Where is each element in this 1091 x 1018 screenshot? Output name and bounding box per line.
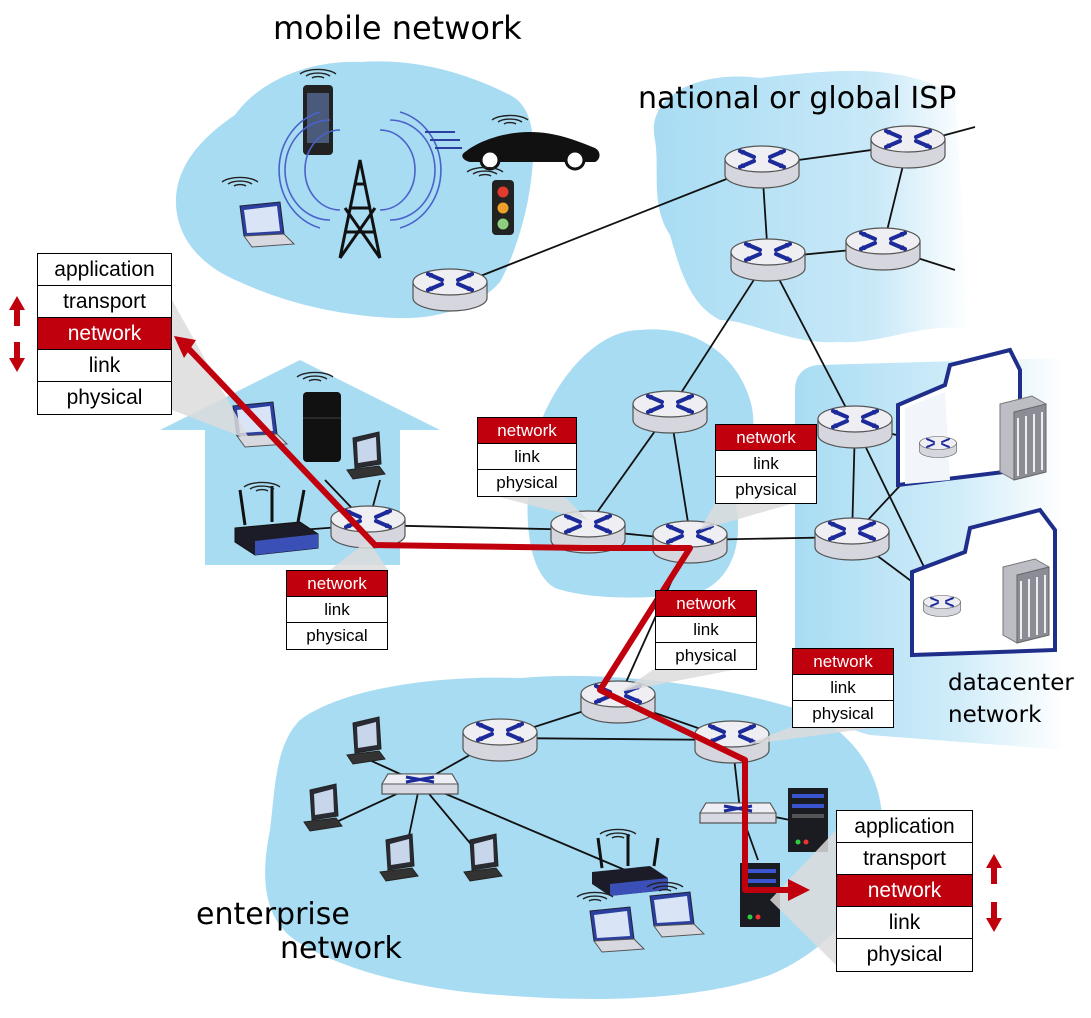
link — [767, 257, 856, 426]
stack-layer: link — [793, 675, 893, 701]
cell-tower-icon — [278, 111, 442, 259]
stack-layer-highlighted: network — [478, 418, 576, 444]
switch-icon — [380, 772, 460, 796]
enterprise-wireless-router-icon — [592, 828, 668, 896]
router-icon — [922, 594, 962, 618]
route-arrowhead-end — [788, 879, 810, 901]
link — [419, 782, 626, 871]
stack-layer: link — [287, 597, 387, 623]
stack-layer: physical — [66, 386, 143, 409]
stack-layer-highlighted: network — [716, 425, 816, 451]
callout-wedge — [770, 830, 836, 965]
stack-layer: link — [837, 907, 972, 939]
router-icon — [461, 717, 539, 763]
stack-layer: physical — [812, 704, 874, 723]
router-icon — [631, 389, 709, 435]
datacenter-label-line2: network — [948, 702, 1042, 728]
stack-layer: physical — [306, 626, 368, 645]
router-stack-regional-1: network link physical — [477, 417, 577, 497]
router-icon — [411, 267, 489, 313]
stack-layer: transport — [38, 286, 171, 318]
down-arrow-icon — [9, 342, 25, 372]
stack-layer: application — [837, 811, 972, 843]
enterprise-devices — [303, 716, 828, 953]
router-icon — [918, 435, 958, 459]
router-icon — [816, 404, 894, 450]
car-icon — [425, 114, 600, 171]
router-icon — [869, 124, 947, 170]
refrigerator-icon — [296, 371, 341, 462]
mobile-devices — [221, 68, 600, 259]
mobile-network-label: mobile network — [273, 9, 522, 47]
stack-layer-highlighted: network — [656, 591, 756, 617]
server-icon — [788, 788, 828, 852]
router-icon — [729, 237, 807, 283]
router-icon — [723, 144, 801, 190]
protocol-stack-source-host: application transport network link physi… — [37, 253, 172, 415]
stack-layer: link — [38, 350, 171, 382]
router-icon — [813, 516, 891, 562]
stack-layer: link — [656, 617, 756, 643]
stack-layer-highlighted: network — [837, 875, 972, 907]
route-path — [183, 343, 790, 893]
router-stack-home: network link physical — [286, 570, 388, 650]
stack-layer-highlighted: network — [38, 318, 171, 350]
down-arrow-icon — [986, 902, 1002, 932]
stack-layer: link — [478, 444, 576, 470]
up-down-arrows-left — [9, 296, 25, 372]
callout-wedge — [745, 725, 895, 745]
callout-wedge — [480, 492, 588, 520]
stack-layer: link — [716, 451, 816, 477]
router-stack-regional-2: network link physical — [715, 424, 817, 504]
stack-layer: physical — [735, 480, 797, 499]
stack-layer: physical — [675, 646, 737, 665]
stack-layer: transport — [837, 843, 972, 875]
smartphone-icon — [299, 68, 337, 155]
traffic-light-icon — [466, 166, 514, 235]
isp-label: national or global ISP — [638, 81, 957, 116]
switch-icon — [698, 801, 778, 825]
up-down-arrows-right — [986, 854, 1002, 932]
enterprise-label-line1: enterprise — [196, 897, 350, 932]
stack-layer-highlighted: network — [793, 649, 893, 675]
link — [449, 164, 763, 289]
enterprise-label-line2: network — [280, 931, 402, 966]
stack-layer: physical — [496, 473, 558, 492]
router-stack-enterprise-edge: network link physical — [792, 648, 894, 728]
datacenter-building-icon — [910, 507, 1057, 658]
router-icon — [844, 226, 922, 272]
link — [499, 737, 733, 741]
wireless-router-icon — [234, 481, 319, 556]
protocol-stack-destination-host: application transport network link physi… — [836, 810, 973, 972]
packet-route — [174, 336, 810, 901]
datacenter-label-line1: datacenter — [948, 670, 1074, 696]
link — [669, 257, 769, 411]
router-icon — [651, 519, 729, 565]
home-devices — [232, 371, 386, 556]
stack-layer: physical — [866, 943, 943, 966]
up-arrow-icon — [986, 854, 1002, 884]
callout-wedge — [620, 665, 758, 692]
callout-wedge — [700, 498, 812, 530]
up-arrow-icon — [9, 296, 25, 326]
router-stack-enterprise-core: network link physical — [655, 590, 757, 670]
stack-layer: application — [38, 254, 171, 286]
stack-layer-highlighted: network — [287, 571, 387, 597]
route-arrowhead-start — [174, 336, 196, 358]
callout-wedge — [330, 540, 388, 570]
